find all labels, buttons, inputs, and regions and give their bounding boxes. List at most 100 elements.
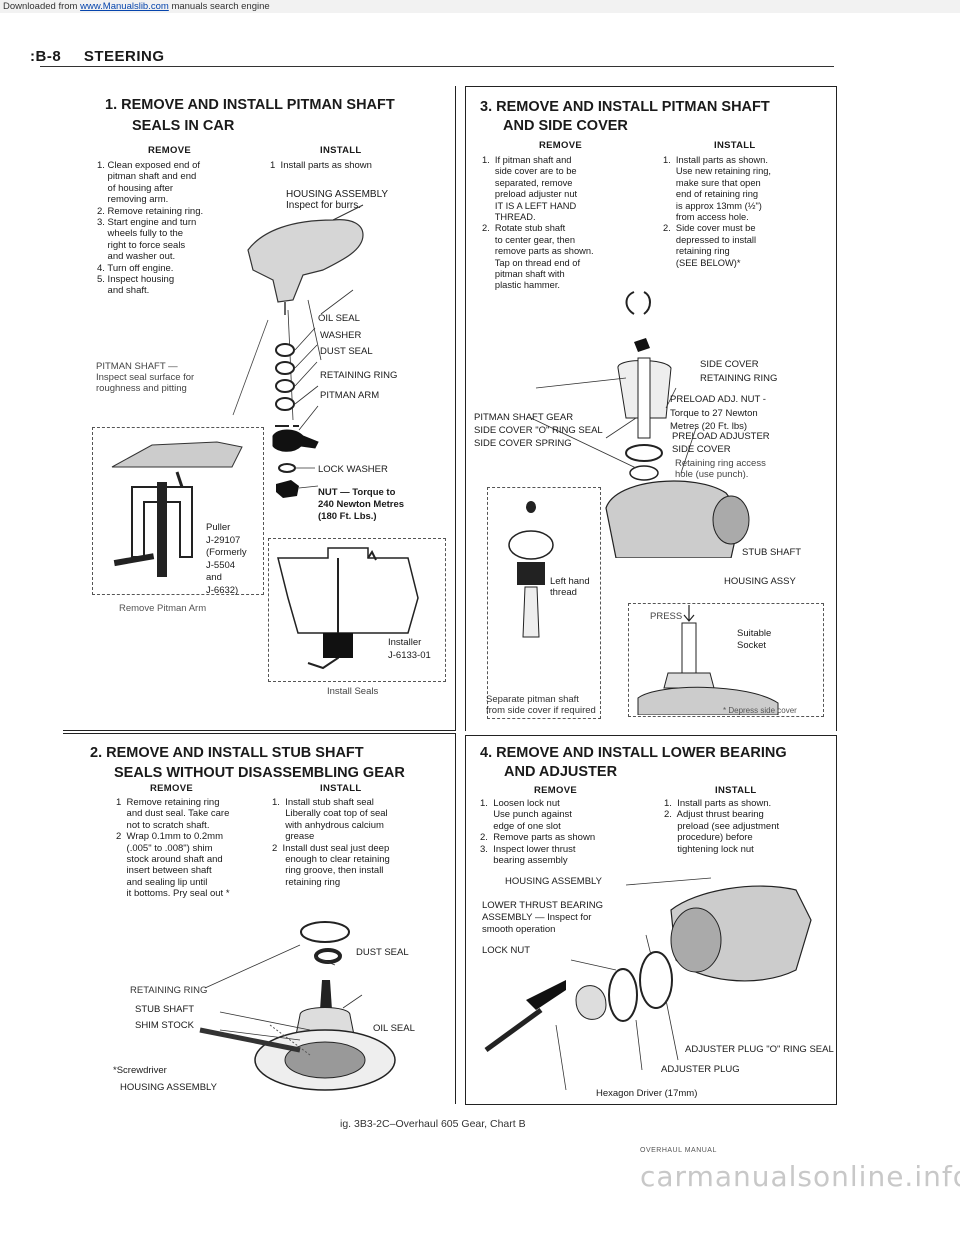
- panel-2-border: [63, 733, 456, 1104]
- label-dust-seal: DUST SEAL: [320, 346, 373, 357]
- label-stub-shaft: STUB SHAFT: [742, 547, 802, 558]
- dust-seal-ring: [314, 948, 342, 964]
- label-p2-housing-assembly: HOUSING ASSEMBLY: [120, 1082, 217, 1093]
- label-depress-side-cover: * Depress side cover: [723, 706, 797, 715]
- panel-4-border: [465, 735, 837, 1105]
- preload-nut: [634, 338, 650, 352]
- retaining-ring-clip: [300, 921, 350, 943]
- label-p2-stub-shaft: STUB SHAFT: [135, 1004, 195, 1015]
- panel-1-install-heading: INSTALL: [320, 145, 362, 156]
- panel-4-remove-heading: REMOVE: [534, 785, 577, 796]
- stub-shaft: [320, 980, 332, 1010]
- header-rule: [40, 66, 834, 67]
- label-hexagon-driver: Hexagon Driver (17mm): [596, 1088, 698, 1099]
- left-hand-thread-illustration: [508, 501, 554, 638]
- panel-2-remove-heading: REMOVE: [150, 783, 193, 794]
- page-header: :B-8 STEERING: [30, 48, 165, 65]
- label-housing-assembly-lower: HOUSING ASSEMBLY: [505, 876, 602, 887]
- label-retaining-ring: RETAINING RING: [320, 370, 398, 381]
- label-pitman-gear-o-ring-spring: PITMAN SHAFT GEAR SIDE COVER "O" RING SE…: [474, 412, 603, 449]
- label-lock-washer: LOCK WASHER: [318, 464, 388, 475]
- housing-inspect-label: HOUSING ASSEMBLY Inspect for burrs.: [286, 189, 389, 211]
- left-hand-thread-inset: [487, 487, 601, 719]
- panel-1-install-steps: 1 Install parts as shown: [270, 160, 372, 171]
- label-suitable-socket: Suitable Socket: [737, 628, 772, 651]
- panel-1-remove-heading: REMOVE: [148, 145, 191, 156]
- panel-4-install-heading: INSTALL: [715, 785, 757, 796]
- label-washer: WASHER: [320, 330, 362, 341]
- section-number: :B-8: [30, 48, 62, 65]
- panel-2-install-heading: INSTALL: [320, 783, 362, 794]
- oil-seal-part: [275, 343, 295, 357]
- label-separate-pitman-shaft: Separate pitman shaft from side cover if…: [486, 694, 596, 716]
- panel-3-title: 3. REMOVE AND INSTALL PITMAN SHAFT: [480, 99, 770, 115]
- dust-seal-part: [275, 379, 295, 393]
- installer-inset: [268, 538, 446, 682]
- label-press: PRESS: [650, 611, 683, 622]
- label-nut-torque: NUT — Torque to 240 Newton Metres (180 F…: [318, 487, 405, 522]
- panel-2-install-steps: 1. Install stub shaft seal Liberally coa…: [272, 797, 390, 888]
- panel-3-install-heading: INSTALL: [714, 140, 756, 151]
- watermark-small: OVERHAUL MANUAL: [640, 1147, 717, 1154]
- pitman-shaft-note: PITMAN SHAFT — Inspect seal surface for …: [96, 361, 195, 394]
- label-p2-shim-stock: SHIM STOCK: [135, 1020, 194, 1031]
- retaining-ring-part: [275, 397, 295, 411]
- press-inset: [628, 603, 824, 717]
- stub-shaft-illustration: [199, 921, 396, 1091]
- label-access-hole: Retaining ring access hole (use punch).: [675, 458, 766, 480]
- panel-3-remove-heading: REMOVE: [539, 140, 582, 151]
- washer-part: [275, 361, 295, 375]
- panel-3-subtitle: AND SIDE COVER: [503, 118, 628, 134]
- label-adjuster-plug-o-ring: ADJUSTER PLUG "O" RING SEAL: [685, 1044, 834, 1055]
- panel-2-title: 2. REMOVE AND INSTALL STUB SHAFT: [90, 745, 364, 761]
- press-illustration: [637, 605, 779, 715]
- panel-4-title: 4. REMOVE AND INSTALL LOWER BEARING: [480, 745, 787, 761]
- watermark-carmanuals: carmanualsonline.info: [640, 1160, 960, 1193]
- panel-1-remove-steps: 1. Clean exposed end of pitman shaft and…: [97, 160, 204, 297]
- label-adjuster-plug: ADJUSTER PLUG: [661, 1064, 740, 1075]
- label-lower-thrust-bearing: LOWER THRUST BEARING ASSEMBLY — Inspect …: [482, 900, 604, 935]
- label-side-cover-retaining-ring: SIDE COVER RETAINING RING: [700, 359, 778, 384]
- adjuster-plug: [608, 968, 638, 1022]
- panel-3-install-steps: 1. Install parts as shown. Use new retai…: [663, 155, 771, 268]
- label-oil-seal: OIL SEAL: [318, 313, 360, 324]
- nut-part: [276, 480, 299, 498]
- pitman-shaft-illustration: [232, 204, 364, 498]
- label-p2-dust-seal: DUST SEAL: [356, 947, 409, 958]
- side-cover-illustration: [530, 291, 750, 558]
- panel-4-subtitle: AND ADJUSTER: [504, 764, 618, 780]
- banner-prefix: Downloaded from: [3, 1, 81, 12]
- panel-3-remove-steps: 1. If pitman shaft and side cover are to…: [482, 155, 594, 291]
- panel-2-subtitle: SEALS WITHOUT DISASSEMBLING GEAR: [114, 765, 405, 781]
- label-pitman-arm: PITMAN ARM: [320, 390, 380, 401]
- housing-casting: [247, 219, 364, 303]
- side-cover-retaining-ring: [625, 291, 635, 315]
- puller-inset: [92, 427, 264, 595]
- panel-1-title: 1. REMOVE AND INSTALL PITMAN SHAFT: [105, 97, 395, 113]
- label-lock-nut: LOCK NUT: [482, 945, 531, 956]
- manualslib-link[interactable]: www.Manualslib.com: [80, 1, 169, 12]
- panel-2-remove-steps: 1 Remove retaining ring and dust seal. T…: [116, 797, 230, 900]
- label-p2-oil-seal: OIL SEAL: [373, 1023, 415, 1034]
- install-seals-caption: Install Seals: [327, 686, 379, 697]
- installer-illustration: [277, 547, 419, 670]
- label-p2-screwdriver: *Screwdriver: [113, 1065, 167, 1076]
- hex-driver: [526, 980, 566, 1010]
- puller-illustration: [111, 441, 243, 577]
- thrust-bearing: [639, 951, 673, 1009]
- label-preload-adjuster-side-cover: PRELOAD ADJUSTER SIDE COVER: [672, 431, 770, 455]
- lock-washer-part: [278, 463, 296, 473]
- panel-3-border: [465, 86, 837, 731]
- label-p2-retaining-ring: RETAINING RING: [130, 985, 208, 996]
- label-preload-adj-nut: PRELOAD ADJ. NUT - Torque to 27 Newton M…: [670, 394, 766, 432]
- remove-pitman-arm-caption: Remove Pitman Arm: [119, 603, 207, 614]
- panel-1-border: [63, 86, 456, 731]
- panel-4-install-steps: 1. Install parts as shown. 2. Adjust thr…: [664, 798, 780, 855]
- page-title: STEERING: [83, 48, 165, 65]
- puller-tool-label: Puller J-29107 (Formerly J-5504 and J-66…: [206, 522, 247, 596]
- banner-suffix: manuals search engine: [168, 1, 270, 12]
- figure-caption: ig. 3B3-2C–Overhaul 605 Gear, Chart B: [340, 1118, 526, 1130]
- pitman-arm-part: [272, 429, 319, 452]
- installer-tool-label: Installer J-6133-01: [388, 637, 431, 661]
- download-banner: Downloaded from www.Manualslib.com manua…: [0, 0, 960, 13]
